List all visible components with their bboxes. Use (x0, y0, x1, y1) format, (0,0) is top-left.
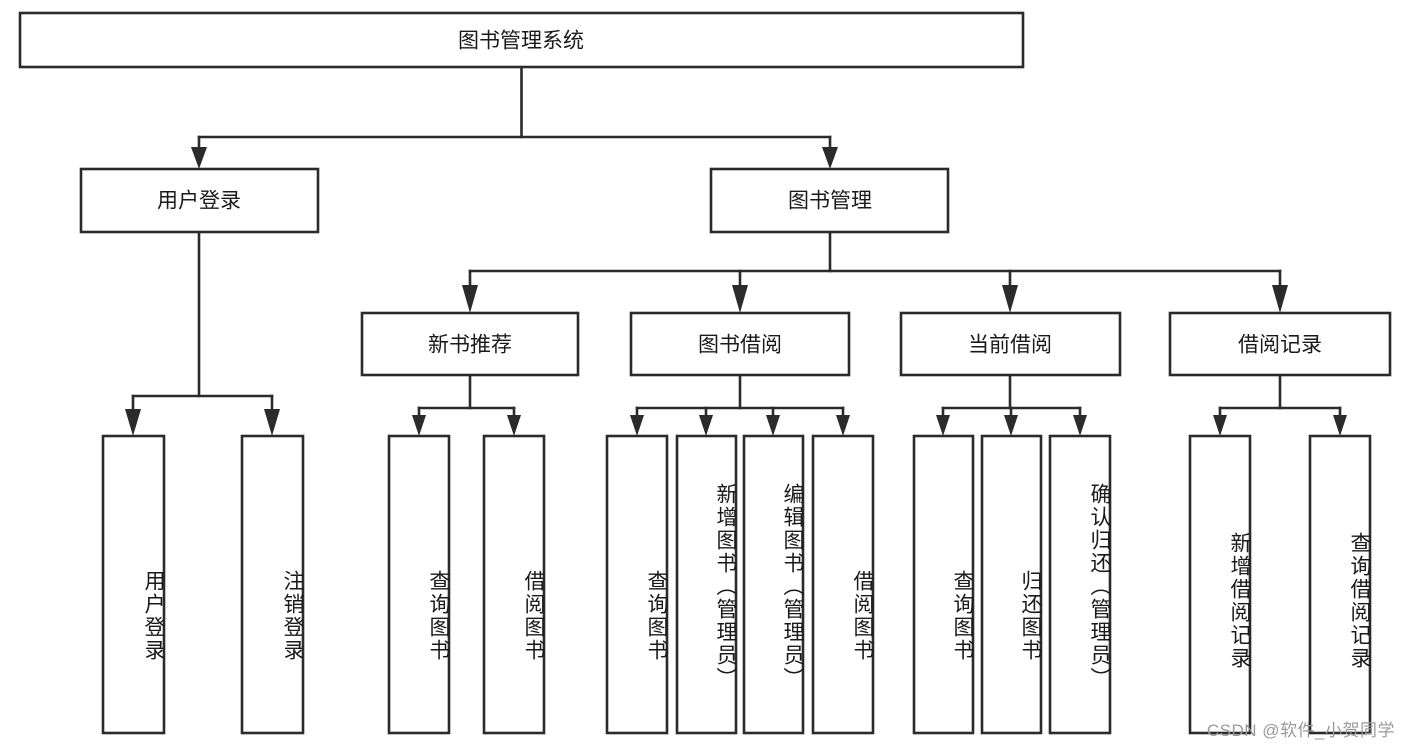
label-borrow-record: 借阅记录 (1238, 334, 1322, 357)
node-leaf-query-book-3[interactable] (912, 434, 975, 735)
node-leaf-query-borrow-record[interactable] (1308, 434, 1372, 735)
node-leaf-add-book-admin[interactable] (675, 434, 738, 735)
node-leaf-logout-login[interactable] (240, 434, 305, 735)
node-leaf-borrow-book-1[interactable] (482, 434, 546, 735)
connector-borrowrecord-to-leaves (1213, 373, 1347, 436)
node-user-login[interactable] (79, 167, 320, 234)
connector-bookborrow-to-leaves (630, 373, 850, 436)
label-current-borrow: 当前借阅 (968, 334, 1052, 357)
node-leaf-add-borrow-record[interactable] (1188, 434, 1252, 735)
connector-currentborrow-to-leaves (936, 373, 1087, 436)
label-book-borrow: 图书借阅 (698, 334, 782, 357)
node-leaf-user-login[interactable] (101, 434, 166, 735)
label-user-login: 用户登录 (157, 190, 241, 213)
csdn-watermark: CSDN @软件_小贺同学 (1206, 721, 1395, 740)
node-book-borrow[interactable] (629, 311, 851, 377)
node-leaf-borrow-book-2[interactable] (811, 434, 875, 735)
node-leaf-query-book-2[interactable] (605, 434, 669, 735)
label-new-book-recommend: 新书推荐 (428, 334, 512, 357)
label-root: 图书管理系统 (458, 30, 584, 53)
node-new-book-recommend[interactable] (360, 311, 580, 377)
connector-userlogin-to-leaves (125, 230, 280, 436)
node-book-management[interactable] (709, 167, 950, 234)
node-leaf-confirm-return-admin[interactable] (1048, 434, 1112, 735)
node-root[interactable] (18, 11, 1025, 69)
node-current-borrow[interactable] (899, 311, 1122, 377)
node-borrow-record[interactable] (1168, 311, 1392, 377)
connector-bookmgmt-to-level3 (462, 230, 1288, 313)
node-leaf-query-book-1[interactable] (387, 434, 451, 735)
label-book-management: 图书管理 (788, 190, 872, 213)
node-leaf-edit-book-admin[interactable] (742, 434, 805, 735)
connector-root-to-level2 (191, 65, 838, 169)
node-leaf-return-book[interactable] (980, 434, 1043, 735)
connector-newbook-to-leaves (412, 373, 521, 436)
